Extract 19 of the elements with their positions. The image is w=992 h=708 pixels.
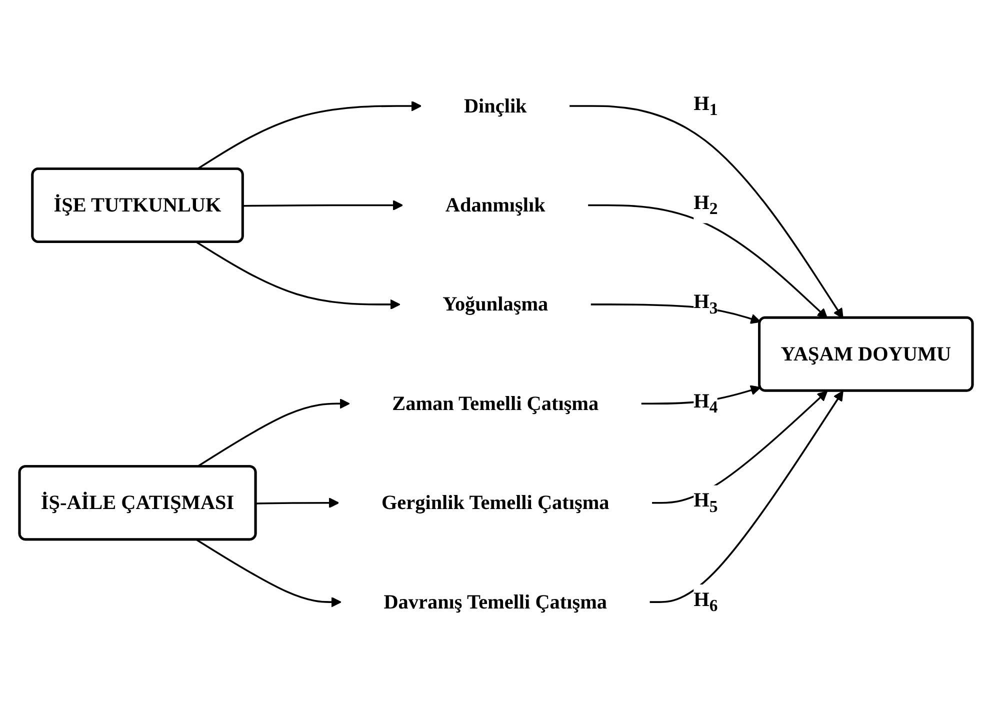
node-text: Adanmışlık xyxy=(445,194,546,216)
edge-label: H$_{1}$ xyxy=(694,92,718,120)
arrow xyxy=(256,498,340,508)
node-text: Gerginlik Temelli Çatışma xyxy=(381,491,610,514)
node-text: Davranış Temelli Çatışma xyxy=(384,590,608,613)
arrow xyxy=(243,200,404,210)
edge-label: H$_{5}$ xyxy=(694,488,718,517)
arrow xyxy=(196,100,422,170)
edge-label: H$_{2}$ xyxy=(694,191,718,219)
edge-label: H$_{3}$ xyxy=(694,290,718,318)
edge-label: H$_{4}$ xyxy=(694,390,718,418)
arrow xyxy=(196,539,342,608)
arrow xyxy=(196,242,400,310)
node-text: Zaman Temelli Çatışma xyxy=(392,392,599,415)
arrow xyxy=(650,390,844,603)
edge-label: H$_{6}$ xyxy=(694,588,718,616)
node-text: Yoğunlaşma xyxy=(442,292,548,316)
node-text: Dinçlik xyxy=(464,94,527,117)
arrow xyxy=(652,390,828,504)
